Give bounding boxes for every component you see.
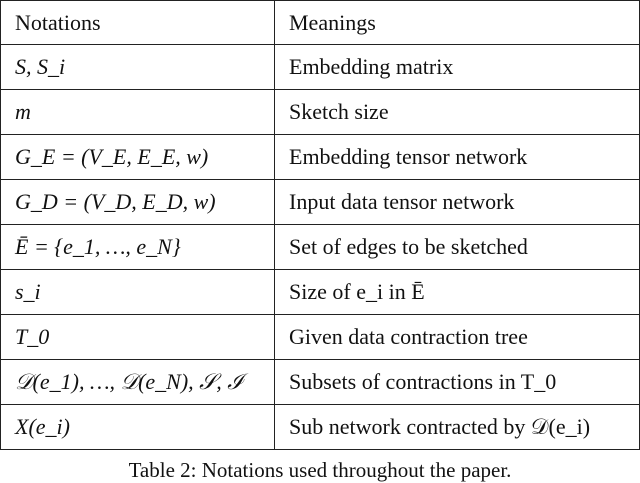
table-row: T_0 Given data contraction tree — [0, 314, 640, 360]
table-row: m Sketch size — [0, 89, 640, 135]
meaning-cell: Embedding matrix — [274, 44, 640, 90]
table-row: G_D = (V_D, E_D, w) Input data tensor ne… — [0, 179, 640, 225]
table-row: S, S_i Embedding matrix — [0, 44, 640, 90]
meaning-cell: Subsets of contractions in T_0 — [274, 359, 640, 405]
notation-cell: X(e_i) — [0, 404, 275, 450]
meaning-cell: Given data contraction tree — [274, 314, 640, 360]
notation-cell: Ē = {e_1, …, e_N} — [0, 224, 275, 270]
meaning-cell: Embedding tensor network — [274, 134, 640, 180]
notation-cell: s_i — [0, 269, 275, 315]
table-row: X(e_i) Sub network contracted by 𝒟(e_i) — [0, 404, 640, 450]
table-row: G_E = (V_E, E_E, w) Embedding tensor net… — [0, 134, 640, 180]
notation-table: Notations Meanings S, S_i Embedding matr… — [0, 0, 640, 450]
notation-cell: T_0 — [0, 314, 275, 360]
notation-cell: G_E = (V_E, E_E, w) — [0, 134, 275, 180]
table-row: s_i Size of e_i in Ē — [0, 269, 640, 315]
meaning-cell: Input data tensor network — [274, 179, 640, 225]
header-meanings: Meanings — [274, 0, 640, 45]
meaning-cell: Set of edges to be sketched — [274, 224, 640, 270]
table-row: 𝒟(e_1), …, 𝒟(e_N), 𝒮, ℐ Subsets of contr… — [0, 359, 640, 405]
table-caption: Table 2: Notations used throughout the p… — [128, 458, 512, 482]
header-notations: Notations — [0, 0, 275, 45]
meaning-cell: Sketch size — [274, 89, 640, 135]
notation-cell: S, S_i — [0, 44, 275, 90]
meaning-cell: Size of e_i in Ē — [274, 269, 640, 315]
table-header-row: Notations Meanings — [0, 0, 640, 45]
notation-cell: G_D = (V_D, E_D, w) — [0, 179, 275, 225]
notation-cell: m — [0, 89, 275, 135]
meaning-cell: Sub network contracted by 𝒟(e_i) — [274, 404, 640, 450]
notation-cell: 𝒟(e_1), …, 𝒟(e_N), 𝒮, ℐ — [0, 359, 275, 405]
table-row: Ē = {e_1, …, e_N} Set of edges to be ske… — [0, 224, 640, 270]
